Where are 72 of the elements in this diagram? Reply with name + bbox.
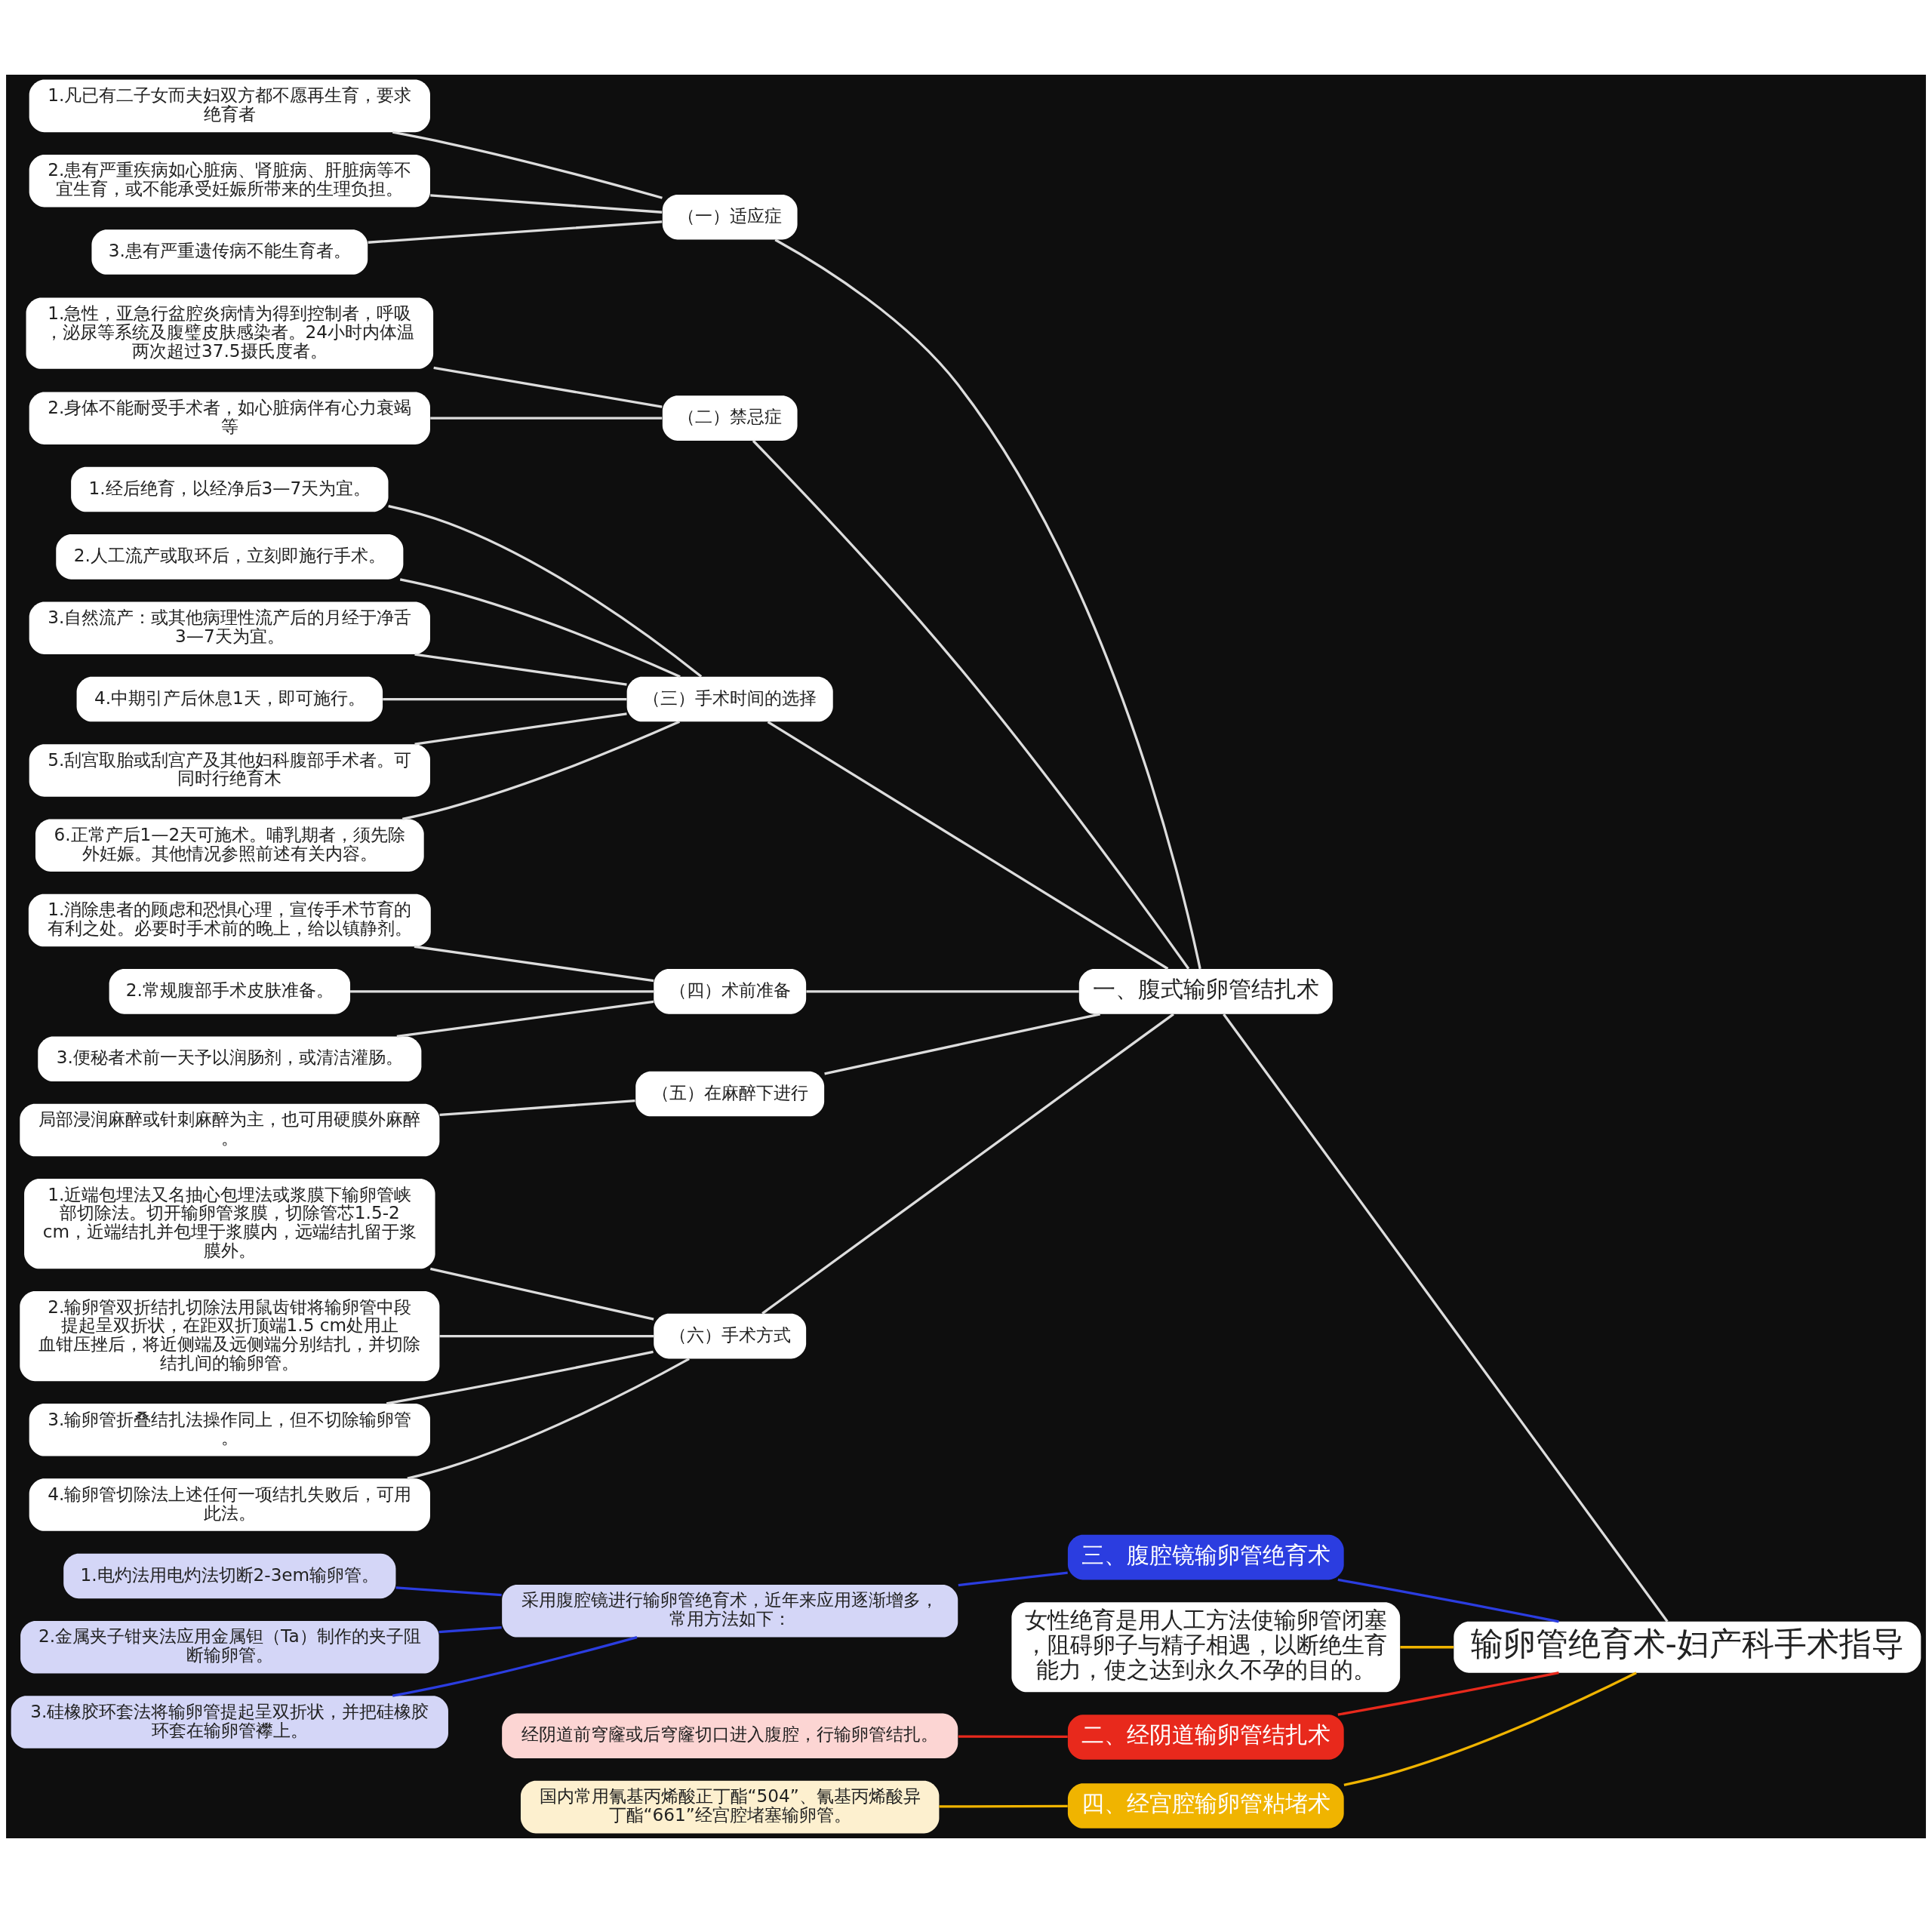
node-box: 3.便秘者术前一天予以润肠剂，或清洁灌肠。 — [38, 1036, 422, 1081]
connector — [767, 721, 1169, 970]
connector — [350, 990, 654, 993]
connector — [430, 194, 663, 214]
node-box: 局部浸润麻醉或针刺麻醉为主，也可用硬膜外麻醉。 — [20, 1103, 440, 1157]
connector — [414, 945, 654, 983]
connector — [407, 1358, 690, 1480]
node-box: （三）手术时间的选择 — [626, 676, 833, 722]
node-box: （五）在麻醉下进行 — [635, 1071, 825, 1117]
connector — [752, 439, 1190, 970]
node-box: 1.近端包埋法又名抽心包埋法或浆膜下输卵管峡部切除法。切开输卵管浆膜，切除管芯1.5-2cm，近端结扎并包埋于浆膜内，远端结扎留于浆膜外。 — [24, 1179, 435, 1269]
connector — [414, 712, 627, 746]
connector — [824, 1013, 1101, 1075]
node-box: 1.经后绝育，以经净后3—7天为宜。 — [71, 466, 389, 512]
connector — [386, 1350, 654, 1405]
node-box: 经阴道前穹窿或后穹窿切口进入腹腔，行输卵管结扎。 — [502, 1713, 958, 1759]
connector — [396, 1000, 654, 1038]
connector — [414, 653, 627, 686]
connector — [395, 1586, 502, 1597]
connector — [438, 1626, 502, 1634]
node-box: 3.患有严重遗传病不能生育者。 — [91, 229, 368, 275]
node-box: 4.中期引产后休息1天，即可施行。 — [76, 676, 383, 722]
connector — [958, 1571, 1068, 1587]
connector — [368, 220, 663, 244]
node-box: 女性绝育是用人工方法使输卵管闭塞，阻碍卵子与精子相遇，以断绝生育能力，使之达到永久不孕的目的。 — [1011, 1602, 1401, 1693]
node-box: 6.正常产后1—2天可施术。哺乳期者，须先除外妊娠。其他情况参照前述有关内容。 — [35, 819, 424, 872]
node-box: 4.输卵管切除法上述任何一项结扎失败后，可用此法。 — [29, 1478, 430, 1531]
node-box: 采用腹腔镜进行输卵管绝育术，近年来应用逐渐增多，常用方法如下： — [502, 1585, 958, 1638]
connector — [1337, 1578, 1559, 1623]
connector — [958, 1735, 1068, 1739]
connector — [761, 1013, 1174, 1315]
node-box: 1.消除患者的顾虑和恐惧心理，宣传手术节育的有利之处。必要时手术前的晚上，给以镇静剂。 — [28, 893, 431, 947]
node-box: 2.输卵管双折结扎切除法用鼠齿钳将输卵管中段提起呈双折状，在距双折顶端1.5 cm处用止血钳压挫后，将近侧端及远侧端分别结扎，并切除结扎间的输卵管。 — [20, 1291, 440, 1382]
connector — [433, 366, 663, 408]
node-box: 二、经阴道输卵管结扎术 — [1067, 1715, 1344, 1760]
connector — [392, 131, 663, 199]
node-box: （一）适应症 — [662, 194, 798, 240]
node-box: 一、腹式输卵管结扎术 — [1078, 969, 1333, 1014]
connector — [939, 1804, 1068, 1808]
connector — [1337, 1672, 1559, 1716]
node-box: 3.输卵管折叠结扎法操作同上，但不切除输卵管。 — [29, 1404, 430, 1456]
connector — [806, 990, 1079, 993]
connector — [1400, 1646, 1454, 1649]
connector — [388, 504, 703, 678]
node-box: 3.自然流产：或其他病理性流产后的月经于净舌3—7天为宜。 — [29, 601, 430, 654]
connector — [439, 1335, 654, 1338]
node-box: 2.患有严重疾病如心脏病、肾脏病、肝脏病等不宜生育，或不能承受妊娠所带来的生理负担。 — [29, 154, 430, 208]
connector — [1223, 1013, 1669, 1622]
node-box: 2.常规腹部手术皮肤准备。 — [109, 969, 351, 1014]
node-box: 三、腹腔镜输卵管绝育术 — [1067, 1534, 1344, 1580]
connector — [439, 1099, 635, 1117]
node-box: 2.人工流产或取环后，立刻即施行手术。 — [56, 534, 404, 580]
node-box: 四、经宫腔输卵管粘堵术 — [1067, 1783, 1344, 1828]
node-box: 1.急性，亚急行盆腔炎病情为得到控制者，呼吸，泌尿等系统及腹璧皮肤感染者。24小时内体温两次超过37.5摄氏度者。 — [26, 297, 434, 369]
connector — [430, 417, 663, 420]
node-box: 3.硅橡胶环套法将输卵管提起呈双折状，并把硅橡胶环套在输卵管襻上。 — [11, 1696, 448, 1748]
node-box: （二）禁忌症 — [662, 395, 798, 441]
node-box: 1.凡已有二子女而夫妇双方都不愿再生育，要求绝育者 — [29, 79, 430, 133]
node-box: 国内常用氰基丙烯酸正丁酯“504”、氰基丙烯酸异丁酯“661”经宫腔堵塞输卵管。 — [520, 1780, 940, 1834]
connector — [401, 720, 681, 820]
connector — [1343, 1672, 1637, 1787]
connector — [774, 238, 1201, 970]
connector — [383, 697, 627, 701]
node-box: （六）手术方式 — [654, 1313, 807, 1359]
connector — [399, 578, 681, 678]
node-box: 输卵管绝育术-妇产科手术指导 — [1454, 1621, 1921, 1673]
node-box: 1.电灼法用电灼法切断2-3em输卵管。 — [63, 1553, 396, 1599]
node-box: （四）术前准备 — [654, 969, 807, 1014]
node-box: 2.身体不能耐受手术者，如心脏病伴有心力衰竭等 — [29, 392, 430, 444]
connector — [429, 1267, 654, 1321]
node-box: 5.刮宫取胎或刮宫产及其他妇科腹部手术者。可同时行绝育木 — [29, 744, 430, 797]
node-box: 2.金属夹子钳夹法应用金属钽（Ta）制作的夹子阻断输卵管。 — [20, 1621, 439, 1674]
